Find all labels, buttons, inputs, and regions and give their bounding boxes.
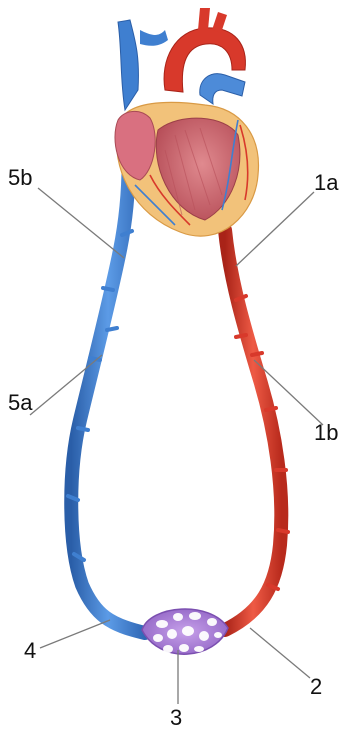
leader-2 <box>250 628 310 678</box>
artery-vessel <box>225 230 281 630</box>
capillary-bed <box>142 609 228 654</box>
leader-4 <box>40 620 110 648</box>
label-2: 2 <box>310 676 322 698</box>
label-1a: 1a <box>314 172 338 194</box>
leader-5b <box>38 188 124 258</box>
heart <box>115 8 258 236</box>
label-3: 3 <box>170 707 182 729</box>
label-4: 4 <box>24 640 36 662</box>
label-5a: 5a <box>8 392 32 414</box>
label-5b: 5b <box>8 167 32 189</box>
label-1b: 1b <box>314 422 338 444</box>
